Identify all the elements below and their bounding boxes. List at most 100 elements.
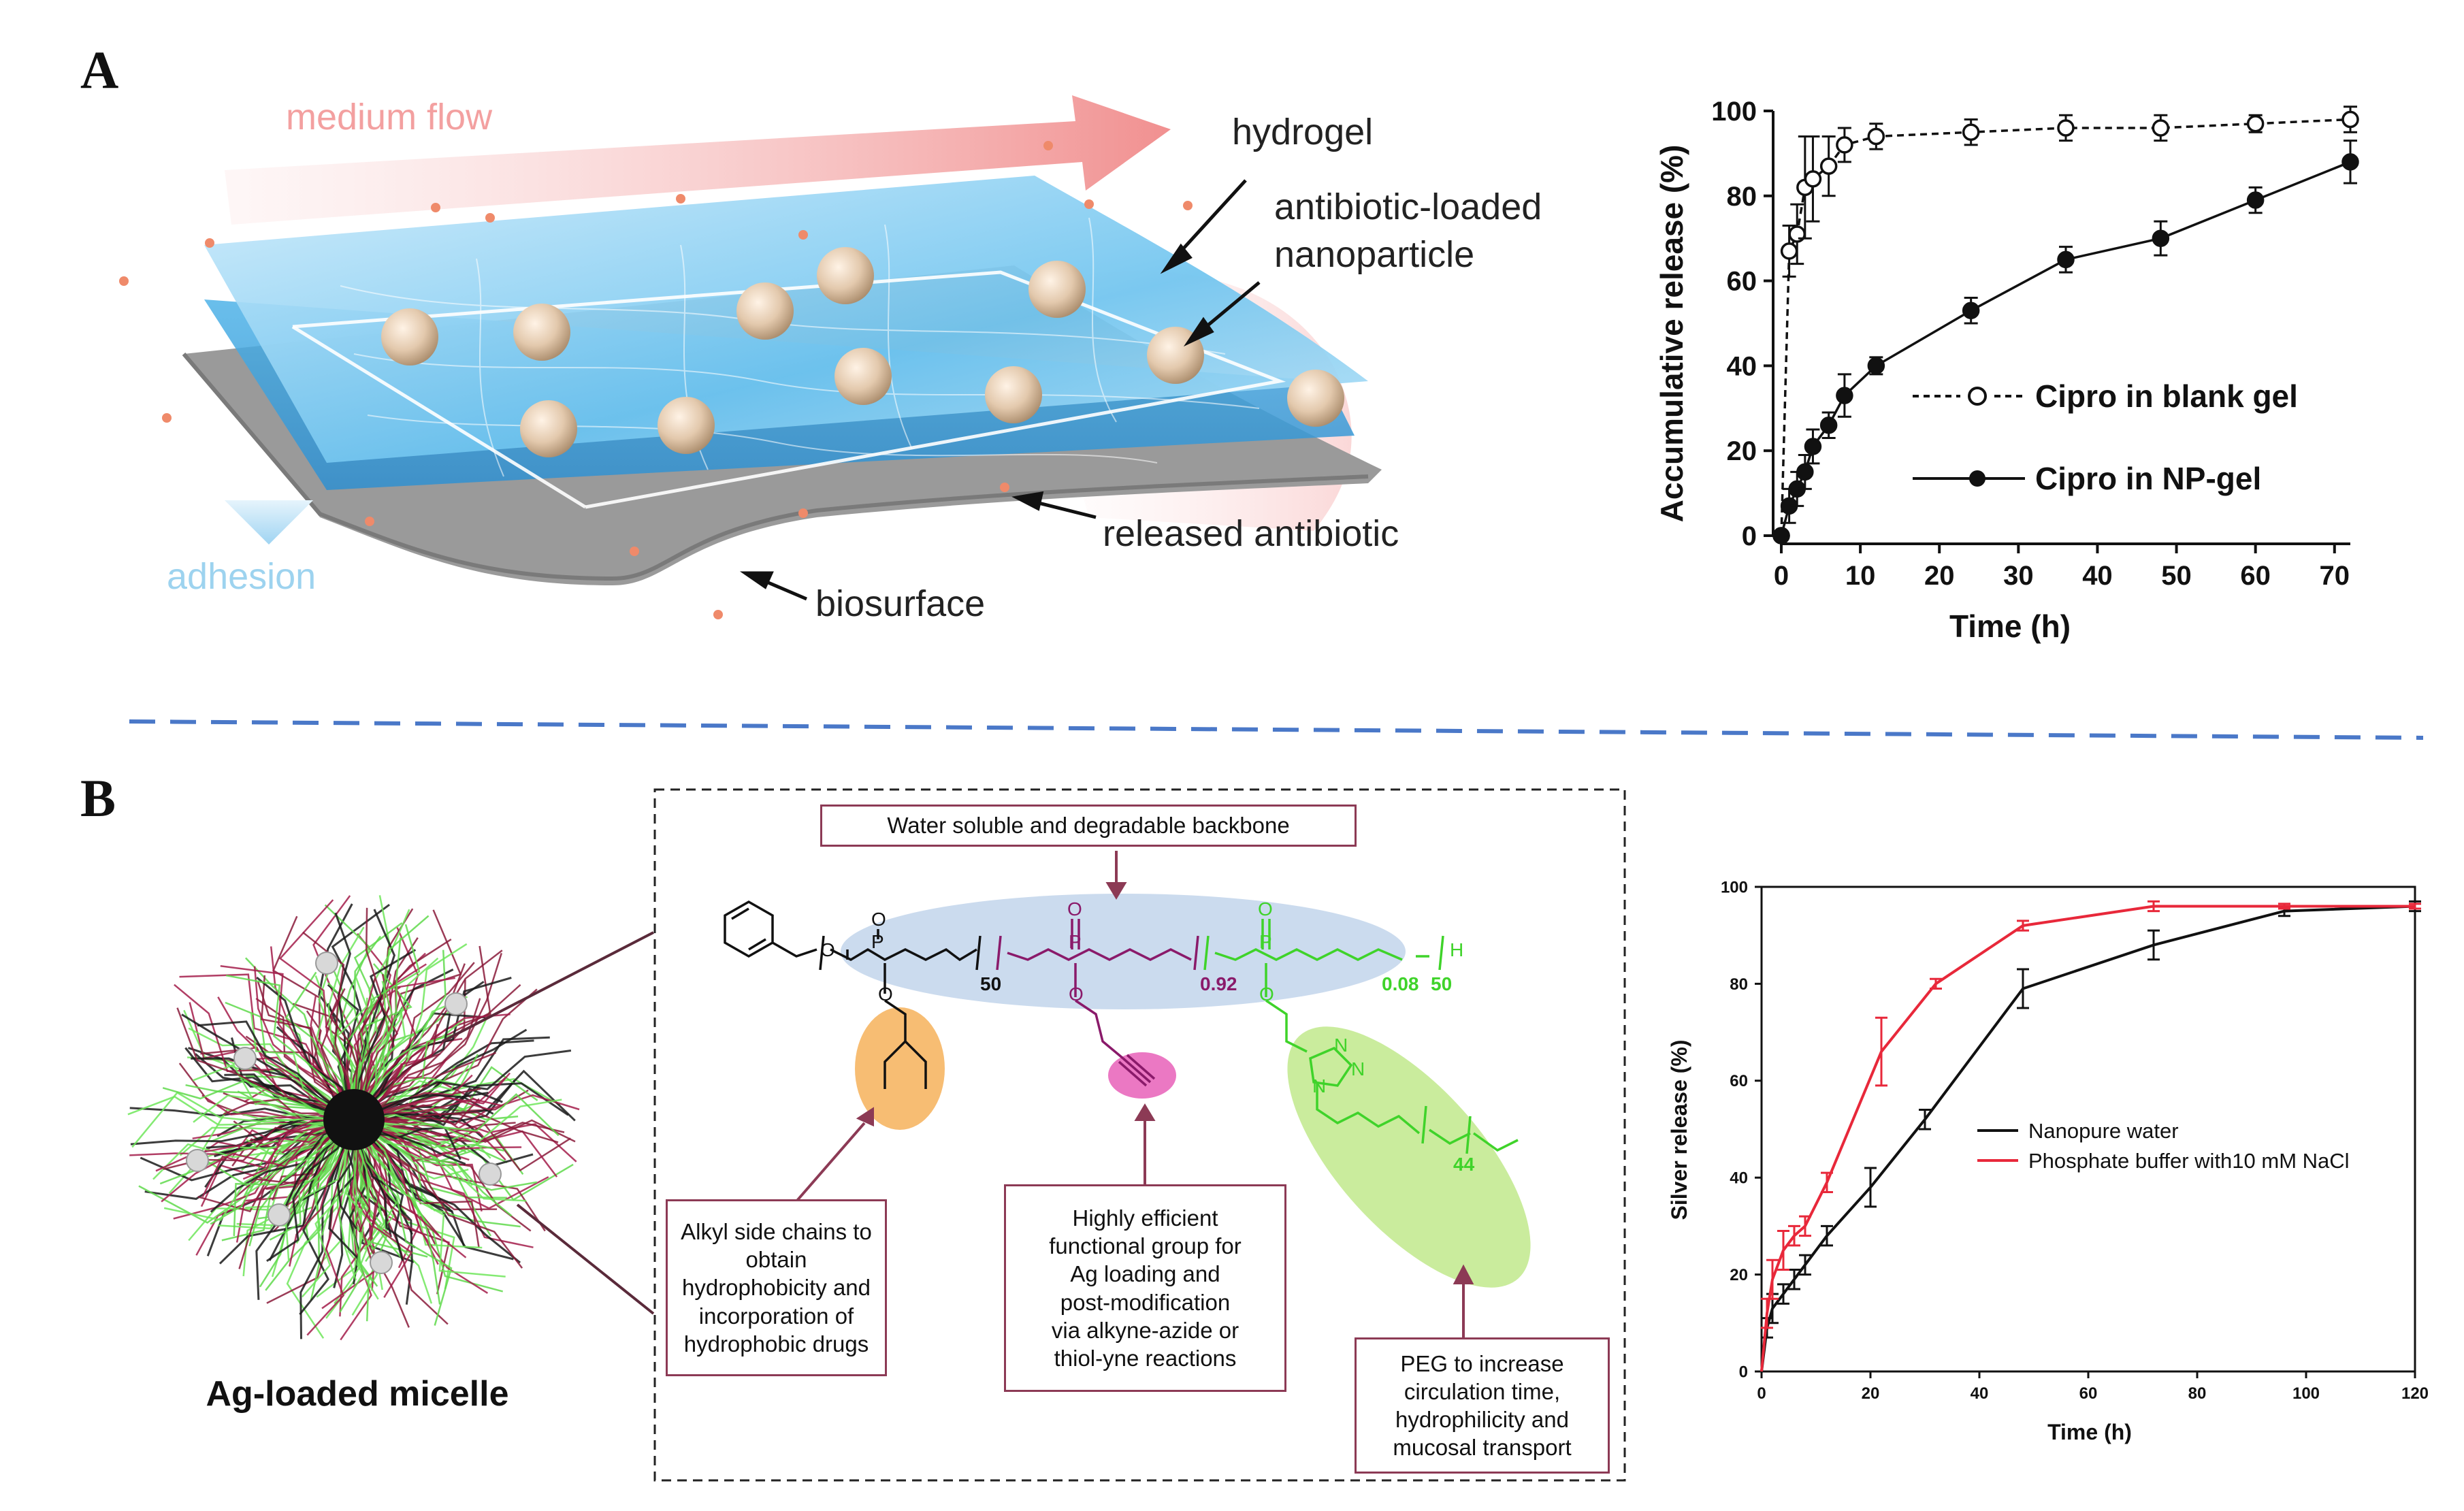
alkyl-callout: Alkyl side chains to obtain hydrophobici… [666, 1199, 887, 1376]
micelle-strand [334, 912, 355, 1120]
x-tick-label: 10 [1845, 561, 1876, 591]
y-tick-label: 40 [1727, 351, 1757, 381]
legend-np-gel: Cipro in NP-gel [2035, 461, 2261, 496]
subscript-50b: 50 [1431, 973, 1452, 994]
micelle-strand [353, 1119, 523, 1269]
silver-nanoparticle [233, 1047, 257, 1070]
x-tick-label: 70 [2320, 561, 2350, 591]
peg-line-3: hydrophilicity and [1395, 1407, 1569, 1432]
nanoparticles [381, 247, 1344, 457]
biosurface-label: biosurface [815, 583, 985, 624]
peg-highlight [1287, 1026, 1531, 1288]
scheme-dashed-frame [653, 788, 1626, 1482]
data-point [2341, 153, 2359, 171]
peg-line-2: circulation time, [1404, 1378, 1561, 1404]
silver-nanoparticle [370, 1251, 393, 1274]
atom-p-3: P [1259, 931, 1272, 952]
y-tick-label: 60 [1730, 1072, 1748, 1090]
micelle-strand [353, 1119, 506, 1278]
silver-nanoparticle [479, 1163, 502, 1186]
data-point [1819, 417, 1838, 434]
silver-nanoparticle [444, 992, 468, 1016]
data-point [1804, 438, 1822, 455]
micelle-strand [176, 1007, 355, 1121]
x-tick-label: 40 [2082, 561, 2113, 591]
x-tick-label: 120 [2401, 1384, 2429, 1403]
backbone-highlight [841, 894, 1406, 1009]
alkyl-line-2: obtain [745, 1247, 807, 1273]
medium-flow-arrow [225, 95, 1171, 225]
micelle-strand [353, 1119, 453, 1326]
nanoparticle-label-line2: nanoparticle [1274, 234, 1474, 275]
micelle-label: Ag-loaded micelle [206, 1374, 509, 1414]
micelle-strand [353, 1118, 513, 1217]
micelle-core [323, 1089, 385, 1150]
y-tick-label: 100 [1711, 97, 1757, 127]
functional-group-callout: Highly efficient functional group for Ag… [1004, 1184, 1286, 1392]
micelle-strand [339, 1119, 372, 1317]
data-point [1772, 527, 1790, 545]
subscript-44: 44 [1453, 1154, 1475, 1175]
micelle-strand [238, 1118, 355, 1269]
data-point [1796, 463, 1814, 481]
atom-o-3: O [878, 984, 893, 1005]
x-tick-label: 0 [1774, 561, 1789, 591]
x-tick-label: 20 [1924, 561, 1955, 591]
atom-p-1: P [871, 931, 884, 952]
peg-callout: PEG to increase circulation time, hydrop… [1355, 1337, 1610, 1474]
data-point [2057, 119, 2075, 137]
x-tick-label: 100 [2292, 1384, 2320, 1403]
functional-line-2: functional group for [1049, 1233, 1242, 1258]
functional-line-1: Highly efficient [1072, 1205, 1218, 1231]
data-point [1867, 127, 1885, 146]
micelle-strand [353, 907, 382, 1120]
micelle-strand [174, 984, 355, 1121]
chart-b-xlabel: Time (h) [2047, 1420, 2132, 1444]
micelle-strand [353, 1118, 538, 1191]
data-point [1819, 157, 1838, 175]
subscript-50a: 50 [980, 973, 1001, 994]
alkyl-highlight [855, 1007, 945, 1130]
x-tick-label: 60 [2240, 561, 2271, 591]
x-tick-label: 40 [1971, 1384, 1989, 1403]
atom-o-2: O [871, 909, 886, 930]
legend-open-circle [1968, 387, 1987, 406]
micelle-strand [353, 1119, 441, 1305]
micelle-strand [353, 935, 382, 1120]
data-point [1867, 357, 1885, 375]
micelle-strand [353, 1093, 560, 1137]
chart-b-ylabel: Silver release (%) [1667, 1039, 1691, 1220]
y-tick-label: 20 [1730, 1266, 1748, 1284]
x-tick-label: 30 [2003, 561, 2034, 591]
data-point [1836, 136, 1853, 154]
silver-nanoparticle [186, 1149, 209, 1172]
alkyl-line-5: hydrophobic drugs [683, 1331, 869, 1356]
chart-a-xlabel: Time (h) [1949, 608, 2071, 644]
released-antibiotic-label: released antibiotic [1103, 513, 1399, 554]
micelle-strand [353, 915, 429, 1120]
y-tick-label: 100 [1721, 878, 1748, 896]
chart-a-ylabel: Accumulative release (%) [1654, 145, 1689, 523]
backbone-callout: Water soluble and degradable backbone [820, 805, 1357, 847]
chart-a-legend: Cipro in blank gel Cipro in NP-gel [1913, 378, 2298, 496]
silver-nanoparticle [268, 1203, 291, 1226]
micelle-strand [306, 1119, 355, 1336]
micelle-strand [353, 1094, 580, 1121]
hydrogel-label: hydrogel [1232, 112, 1373, 152]
micelle-strand [265, 1119, 355, 1291]
micelle-strand [301, 1119, 355, 1298]
panel-label-b: B [80, 768, 116, 828]
alkyl-line-3: hydrophobicity and [681, 1275, 871, 1301]
micelle-strand [162, 1079, 355, 1121]
atom-o-4: O [1067, 898, 1082, 920]
nanoparticle-label-line1: antibiotic-loaded [1274, 186, 1542, 227]
micelle-strand [353, 924, 421, 1120]
data-point [2246, 191, 2265, 209]
x-tick-label: 80 [2188, 1384, 2207, 1403]
data-point [2152, 229, 2170, 247]
micelle-strand [353, 1111, 559, 1143]
